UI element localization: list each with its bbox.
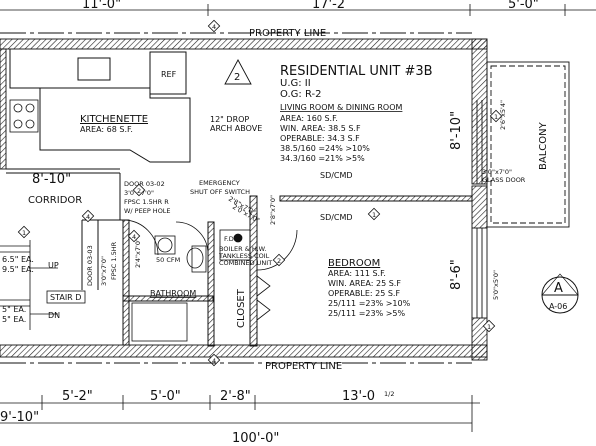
closet-label: CLOSET (236, 288, 247, 328)
dim-bottom-left: 9'-10" (0, 410, 39, 425)
door-03-03-label: DOOR 03-03 (86, 245, 94, 286)
dim-top-left: 11'-0" (82, 0, 121, 12)
bedroom-ratio-2: 25/111 =23% >5% (328, 309, 406, 318)
unit-tag: 2 (234, 72, 240, 83)
balcony-door-window (476, 100, 483, 184)
left-dim-2: 9.5" EA. (2, 265, 34, 274)
door-size-small-1: 2'4"x7'0" (134, 238, 142, 268)
unit-tag-triangle (224, 59, 252, 85)
stair (0, 240, 58, 330)
unit-og: O.G: R-2 (280, 89, 321, 100)
balcony-window-size: 2'6"x5'4" (499, 100, 507, 130)
sd-cmd-1: SD/CMD (320, 171, 353, 180)
bathroom-fd: F.D. (224, 235, 236, 243)
boiler-line-3: COMBINED UNIT (219, 259, 272, 267)
exterior-walls (0, 38, 488, 361)
keynote-7: 4 (86, 213, 90, 221)
bathroom-label: BATHROOM (150, 289, 196, 298)
keynote-8: 1 (22, 229, 26, 237)
emergency-line-2: SHUT OFF SWITCH (190, 188, 250, 196)
living-title: LIVING ROOM & DINING ROOM (280, 103, 402, 112)
door-03-03-size: 3'0"x7'0" (100, 256, 108, 286)
section-marker (541, 273, 579, 314)
dim-top-right: 5'-0" (508, 0, 539, 12)
bedroom-operable: OPERABLE: 25 S.F (328, 289, 400, 298)
living-ratio-2: 34.3/160 =21% >5% (280, 154, 365, 163)
door-03-02-label: DOOR 03-02 (124, 180, 165, 188)
stair-label-box (46, 290, 86, 304)
balcony-door-size: 3'0"x7'0" (482, 168, 512, 176)
emergency-line-1: EMERGENCY (199, 179, 240, 187)
door-03-02-rating: FPSC 1.5HR R (124, 198, 169, 206)
keynote-9: 4 (132, 233, 136, 241)
door-03-02-peep: W/ PEEP HOLE (124, 207, 171, 215)
bedroom-win-area: WIN. AREA: 25 S.F (328, 279, 401, 288)
door-03-03-rating: FPSC 1.5HR (110, 241, 118, 280)
bedroom-ratio-1: 25/111 =23% >10% (328, 299, 411, 308)
door-size-small-2: 2'8"x7'0" (269, 195, 277, 225)
kitchenette-title: KITCHENETTE (80, 114, 148, 125)
dim-bottom-2: 5'-0" (150, 389, 181, 404)
top-dimension-line (0, 4, 596, 16)
window-east-size: 5'0"x5'0" (492, 270, 500, 300)
keynote-10: 2 (137, 187, 141, 195)
keynote-3: 2 (277, 257, 281, 265)
dim-bottom-3: 2'-8" (220, 389, 251, 404)
stair-dn-label: DN (48, 311, 60, 320)
keynote-markers (17, 19, 503, 367)
corridor-label: CORRIDOR (28, 195, 82, 206)
bedroom-title: BEDROOM (328, 258, 380, 269)
section-sheet: A-06 (549, 302, 567, 311)
dim-west-mid: 8'-10" (32, 172, 71, 187)
boiler-line-1: BOILER & H.W. (219, 245, 266, 253)
living-ratio-1: 38.5/160 =24% >10% (280, 144, 370, 153)
interior-walls (6, 49, 473, 347)
keynote-2: 4 (212, 357, 216, 365)
bottom-dimension-line (0, 395, 480, 432)
dim-bottom-1: 5'-2" (62, 389, 93, 404)
door-swings (122, 219, 298, 321)
keynote-6: 1 (487, 323, 491, 331)
stair-up-label: UP (48, 261, 59, 270)
balcony-outline (486, 61, 570, 228)
keynote-4: 1 (372, 211, 376, 219)
unit-ug: U.G: II (280, 78, 311, 89)
east-window (471, 228, 488, 318)
unit-title: RESIDENTIAL UNIT #3B (280, 64, 433, 79)
property-line-bottom-label: PROPERTY LINE (265, 361, 342, 372)
bathroom-fixtures (131, 229, 251, 342)
drop-line-2: ARCH ABOVE (210, 124, 262, 133)
keynote-5: 1 (494, 113, 498, 121)
kitchenette-area: AREA: 68 S.F. (80, 125, 133, 134)
ref-label: REF (161, 70, 177, 79)
stove-icon (9, 99, 39, 133)
dim-north-right: 8'-10" (449, 111, 464, 150)
dim-top-mid: 17'-2 (312, 0, 345, 12)
left-dim-4: 5" EA. (2, 315, 26, 324)
dim-south-right: 8'-6" (449, 259, 464, 290)
property-line-top-label: PROPERTY LINE (249, 28, 326, 39)
balcony-label: BALCONY (538, 121, 549, 170)
dim-bottom-overall: 100'-0" (232, 431, 279, 446)
bedroom-area: AREA: 111 S.F. (328, 269, 386, 278)
boiler-line-2: TANKLESS COIL (218, 252, 270, 260)
bathroom-cfm: 50 CFM (156, 256, 180, 264)
keynote-1: 4 (212, 23, 216, 31)
dim-bottom-4-fraction: 1/2 (384, 390, 394, 398)
sd-cmd-2: SD/CMD (320, 213, 353, 222)
living-win-area: WIN. AREA: 38.5 S.F (280, 124, 361, 133)
left-dim-3: 5" EA. (2, 305, 26, 314)
living-area: AREA: 160 S.F. (280, 114, 338, 123)
balcony-door-type: GLASS DOOR (482, 176, 526, 184)
section-letter: A (554, 281, 563, 296)
dim-bottom-4: 13'-0 (342, 389, 375, 404)
left-dim-1: 6.5" EA. (2, 255, 34, 264)
stair-label: STAIR D (50, 293, 81, 302)
drop-line-1: 12" DROP (210, 115, 249, 124)
living-operable: OPERABLE: 34.3 S.F (280, 134, 360, 143)
